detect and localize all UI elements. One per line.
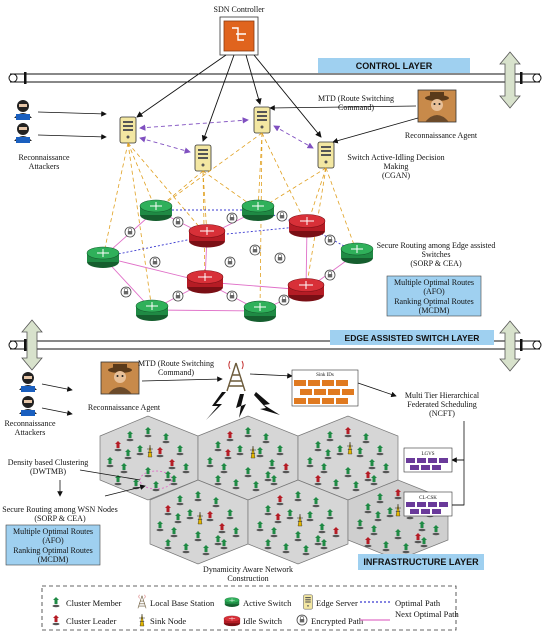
- legend-idle-switch: Idle Switch: [223, 615, 283, 627]
- cluster-boundary: [139, 470, 173, 490]
- controller-links: [136, 54, 322, 142]
- legend: Cluster Member Local Base Station Active…: [52, 594, 459, 627]
- svg-text:Optimal Path: Optimal Path: [395, 598, 441, 608]
- legend-local-base-station: Local Base Station: [137, 594, 215, 609]
- edge-layer-bar: [330, 330, 494, 345]
- reconnaissance-agent-icon: [417, 89, 457, 123]
- legend-edge-server: Edge Server: [303, 594, 358, 610]
- edge-server-icon: [119, 106, 335, 172]
- svg-text:Idle Switch: Idle Switch: [243, 616, 283, 626]
- server-switch-links: [102, 132, 358, 312]
- double-arrow-icon: [499, 51, 521, 109]
- control-optimal-routes-box: [386, 275, 482, 317]
- infrastructure-layer-bar: [358, 554, 484, 570]
- wireless-link-icon: [206, 392, 280, 420]
- edge-layer-title: EDGE ASSISTED SWITCH LAYER: [345, 333, 480, 343]
- svg-text:Cluster Leader: Cluster Leader: [66, 616, 116, 626]
- svg-text:Active Switch: Active Switch: [243, 598, 292, 608]
- infra-optimal-routes-box: [5, 524, 101, 566]
- edge-attackers-label-line-1: Reconnaissance: [4, 419, 56, 428]
- infra-box-line-4: (MCDM): [38, 555, 69, 564]
- scheduling-label-line-2: Federated Scheduling: [407, 400, 477, 409]
- control-layer-title: CONTROL LAYER: [356, 61, 433, 71]
- svg-text:Cluster Member: Cluster Member: [66, 598, 122, 608]
- double-arrow-icon: [21, 319, 43, 371]
- attacker-icon: [14, 100, 32, 143]
- svg-text:Sink Node: Sink Node: [150, 616, 186, 626]
- secure-routing-label-line-1: Secure Routing among Edge assisted: [377, 241, 496, 250]
- control-layer-bar: [318, 58, 470, 73]
- lgvs-label: LGVS: [421, 452, 434, 457]
- secure-routing-label-line-3: (SORP & CEA): [410, 259, 462, 268]
- svg-text:Next Optimal Path: Next Optimal Path: [395, 609, 459, 619]
- lgvs-table: LGVS: [403, 447, 453, 473]
- mtd-label-line-1: MTD (Route Switching: [318, 94, 394, 103]
- clustering-label-line-1: Density based Clustering: [8, 458, 88, 467]
- edge-mtd-label-line-2: Command): [158, 368, 194, 377]
- scheduling-label-line-1: Multi Tier Hierarchical: [405, 391, 480, 400]
- controller-label: SDN Controller: [214, 5, 265, 14]
- edge-attackers-label-line-2: Attackers: [15, 428, 46, 437]
- control-box-line-4: (MCDM): [419, 306, 450, 315]
- decision-label-line-2: Making: [384, 162, 409, 171]
- secure-routing-label-line-2: Switches: [422, 250, 451, 259]
- legend-optimal-path: Optimal Path: [360, 598, 441, 608]
- sink-ids-label: Sink IDs: [316, 373, 334, 378]
- svg-text:Local Base Station: Local Base Station: [150, 598, 215, 608]
- svg-text:Encrypted Path: Encrypted Path: [311, 616, 364, 626]
- reconnaissance-agent-icon: [100, 361, 140, 395]
- infra-box-line-2: (AFO): [42, 536, 64, 545]
- scheduling-label-line-3: (NCFT): [429, 409, 455, 418]
- sink-ids-table: Sink IDs: [291, 369, 359, 407]
- idle-switch-icon: [186, 214, 326, 302]
- sdn-controller-icon: [219, 16, 259, 56]
- construction-label-line-2: Construction: [227, 574, 268, 583]
- attackers-label-line-1: Reconnaissance: [18, 153, 70, 162]
- infra-box-line-1: Multiple Optimal Routes: [13, 527, 93, 536]
- legend-next-optimal-path: Next Optimal Path: [360, 609, 459, 621]
- decision-label-line-1: Switch Active-Idling Decision: [347, 153, 444, 162]
- svg-text:Edge Server: Edge Server: [316, 598, 358, 608]
- attackers-label-line-2: Attackers: [29, 162, 60, 171]
- legend-box: [41, 585, 457, 631]
- wsn-routing-label-line-1: Secure Routing among WSN Nodes: [2, 505, 117, 514]
- wsn-hex-grid: [99, 415, 449, 565]
- control-bus: [8, 72, 542, 84]
- mtd-label-line-2: Command): [338, 103, 374, 112]
- control-box-line-3: Ranking Optimal Routes: [394, 297, 474, 306]
- control-box-line-1: Multiple Optimal Routes: [394, 278, 474, 287]
- wsn-routing-label-line-2: (SORP & CEA): [34, 514, 86, 523]
- edge-agent-label: Reconnaissance Agent: [88, 403, 161, 412]
- edge-bus: [8, 320, 542, 372]
- legend-cluster-leader: Cluster Leader: [52, 615, 116, 626]
- legend-cluster-member: Cluster Member: [52, 597, 122, 608]
- clcsk-label: CL-CSK: [419, 496, 437, 501]
- legend-sink-node: Sink Node: [138, 613, 186, 627]
- local-base-station-icon: [226, 360, 246, 392]
- decision-label-line-3: (CGAN): [382, 171, 410, 180]
- construction-label-line-1: Dynamicity Aware Network: [203, 565, 293, 574]
- legend-active-switch: Active Switch: [224, 597, 292, 608]
- infrastructure-layer-title: INFRASTRUCTURE LAYER: [363, 557, 479, 567]
- edge-mtd-label-line-1: MTD (Route Switching: [138, 359, 214, 368]
- attacker-icon: [19, 372, 37, 416]
- legend-encrypted-path: Encrypted Path: [296, 614, 364, 626]
- agent-label: Reconnaissance Agent: [405, 131, 478, 140]
- cl-csk-table: CL-CSK: [403, 491, 453, 517]
- server-exchange-arrows: [139, 117, 314, 154]
- clustering-label-line-2: (DWTMB): [30, 467, 66, 476]
- control-box-line-2: (AFO): [423, 287, 445, 296]
- infra-box-line-3: Ranking Optimal Routes: [13, 546, 93, 555]
